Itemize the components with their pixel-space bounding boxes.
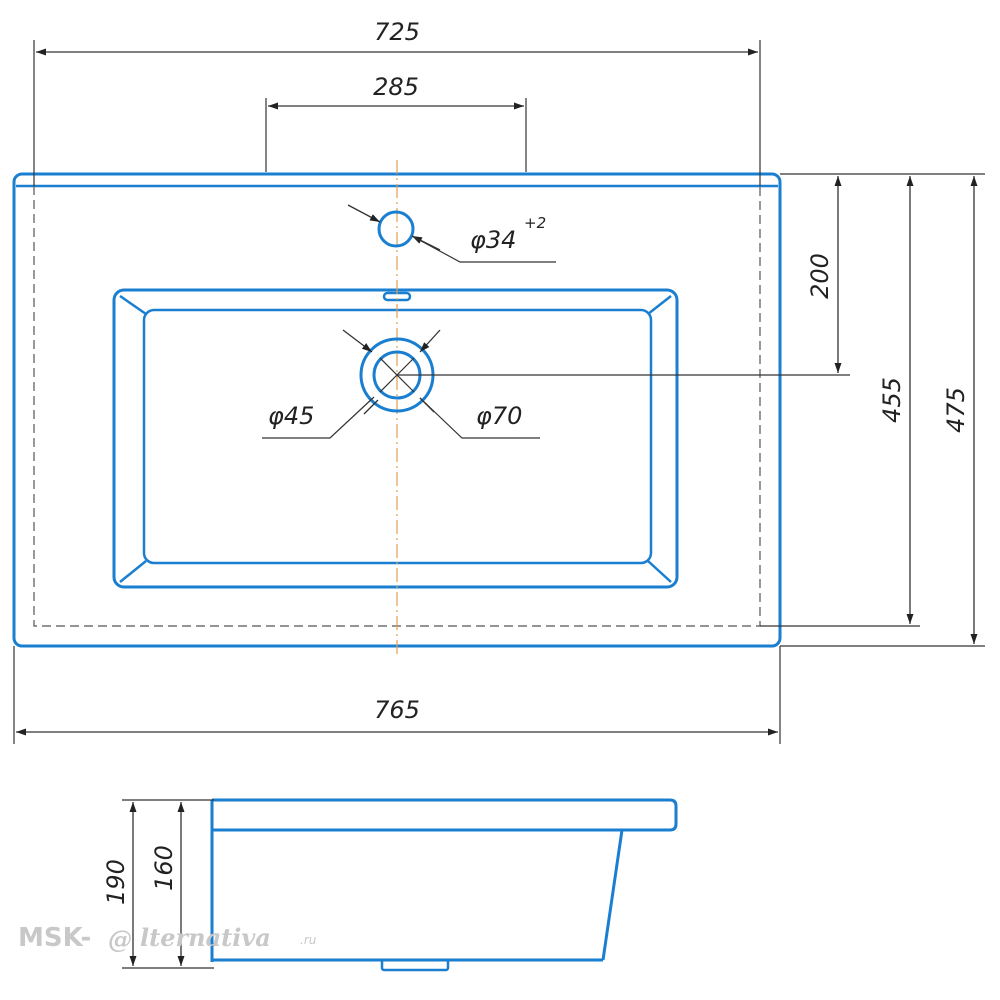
dimension-overall-depth: 475 [942,387,970,433]
side-profile-bowl-front [601,829,624,961]
tap-hole-leader-line [411,235,556,263]
drain-leader [419,329,441,353]
dimension-drain-depth: 200 [806,253,834,299]
drain-leader [363,399,379,415]
drain-leader [419,397,435,413]
watermark-suffix: .ru [300,933,317,947]
dimension-drain-outer: φ70 [476,402,522,430]
dimension-bowl-height: 160 [150,845,178,891]
drain-inner-leader-line [262,396,375,439]
side-view: 190 160 [102,798,678,972]
side-profile-top [212,798,678,832]
bowl-chamfer-line [119,560,147,583]
bowl-chamfer-line [647,295,672,315]
watermark: MSK- @ lternativa .ru [18,923,317,954]
tap-hole [377,210,415,248]
dimension-tap-hole: φ34 [470,226,516,254]
dimension-drain-inner: φ45 [268,402,314,430]
drain-leader [342,329,373,353]
dimension-overall-width: 765 [374,696,420,724]
dimension-tap-offset: 285 [373,73,419,101]
dimension-tap-hole-tolerance: +2 [524,214,546,232]
top-view-dimensions: 725 285 φ34 +2 φ45 φ70 200 455 475 765 [13,18,985,744]
dimension-bowl-depth: 455 [878,377,906,423]
side-drain-outlet [380,958,450,972]
dimension-top-width: 725 [374,18,420,46]
watermark-script: lternativa [140,923,271,952]
tap-hole-leader [347,204,381,223]
watermark-at-icon: @ [108,925,132,954]
top-view [12,160,850,658]
bowl-outer-outline [112,288,679,589]
dimension-side-height: 190 [102,859,130,905]
watermark-prefix: MSK- [18,923,91,953]
bowl-chamfer-line [647,560,672,583]
bowl-chamfer-line [119,294,147,316]
